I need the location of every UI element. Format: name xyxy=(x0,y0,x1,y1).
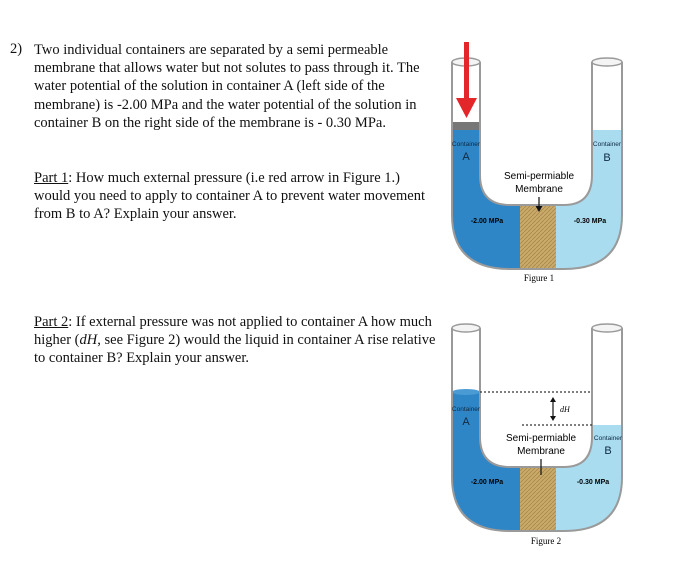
membrane-pointer-icon xyxy=(535,197,543,212)
fig1-membrane-line1: Semi-permiable xyxy=(504,171,574,182)
tube-opening-right xyxy=(591,323,623,333)
fig1-potential-a: -2.00 MPa xyxy=(471,218,503,225)
fig2-container-b-line2: B xyxy=(604,445,611,457)
fig2-membrane-line2: Membrane xyxy=(517,446,565,457)
fig1-membrane-line2: Membrane xyxy=(515,184,563,195)
part1-body: : How much external pressure (i.e red ar… xyxy=(34,170,425,223)
question-number: 2) xyxy=(10,41,23,57)
fig2-caption: Figure 2 xyxy=(531,536,561,546)
part2-body-b: , see Figure 2) would the liquid in cont… xyxy=(34,332,436,367)
pressure-arrow-icon xyxy=(456,42,477,118)
fig2-potential-b: -0.30 MPa xyxy=(577,479,609,486)
tube-opening-right xyxy=(591,57,623,67)
solution-a-fill xyxy=(452,130,538,269)
fig2-membrane-line1: Semi-permiable xyxy=(506,433,576,444)
fig1-container-a-line1: Container xyxy=(452,141,481,148)
fig1-container-b-line1: Container xyxy=(593,141,622,148)
part1-text: Part 1: How much external pressure (i.e … xyxy=(34,169,434,224)
membrane xyxy=(520,205,556,269)
fig2-dh-label: dH xyxy=(560,405,571,414)
part2-label: Part 2 xyxy=(34,314,69,330)
fig1-container-b-line2: B xyxy=(603,152,610,164)
figure-2: dH Container A Container B Semi-permiabl… xyxy=(451,323,623,546)
fig2-potential-a: -2.00 MPa xyxy=(471,479,503,486)
part2-dh: dH xyxy=(79,332,98,349)
membrane xyxy=(520,467,556,531)
fig2-container-b-line1: Container xyxy=(594,435,623,442)
fig1-caption: Figure 1 xyxy=(524,273,554,283)
part2-body-a: : If external pressure was not applied t… xyxy=(34,314,432,349)
solution-a-fill xyxy=(452,392,538,531)
piston xyxy=(452,122,480,130)
question-text: Two individual containers are separated … xyxy=(34,42,420,131)
solution-b-fill xyxy=(538,425,622,531)
solution-b-fill xyxy=(538,130,622,269)
u-tube xyxy=(451,328,623,532)
fig1-container-a-line2: A xyxy=(462,151,470,163)
tube-opening-left xyxy=(451,323,481,333)
part1-label: Part 1 xyxy=(34,170,69,186)
part2-text: Part 2: If external pressure was not app… xyxy=(34,313,439,368)
u-tube xyxy=(451,62,623,270)
fig1-potential-b: -0.30 MPa xyxy=(574,218,606,225)
fig2-container-a-line1: Container xyxy=(452,406,481,413)
figure-1: Container A Container B Semi-permiable M… xyxy=(451,42,623,283)
height-difference-arrow-icon xyxy=(550,397,556,421)
fig2-container-a-line2: A xyxy=(462,416,470,428)
solution-a-surface xyxy=(452,389,480,395)
